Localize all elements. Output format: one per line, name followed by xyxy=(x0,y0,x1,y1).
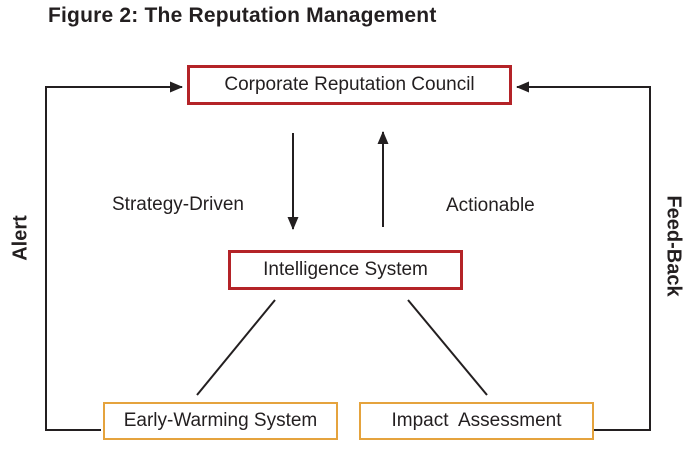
node-early-warning-system-label: Early-Warming System xyxy=(123,410,318,431)
node-early-warning-system: Early-Warming System xyxy=(103,402,338,440)
intelligence-to-impact-line xyxy=(407,299,488,396)
label-feedback: Feed-Back xyxy=(662,195,685,297)
figure-title: Figure 2: The Reputation Management xyxy=(48,4,437,27)
alert-connector-line xyxy=(45,81,183,431)
label-strategy-driven: Strategy-Driven xyxy=(112,194,244,215)
node-corporate-reputation-council-label: Corporate Reputation Council xyxy=(224,74,475,95)
intelligence-to-early-warning-line xyxy=(196,299,276,396)
node-intelligence-system-label: Intelligence System xyxy=(263,259,428,280)
node-corporate-reputation-council: Corporate Reputation Council xyxy=(187,65,512,105)
feedback-connector-line xyxy=(516,81,651,431)
label-alert: Alert xyxy=(9,215,32,261)
label-actionable: Actionable xyxy=(446,195,535,216)
node-intelligence-system: Intelligence System xyxy=(228,250,463,290)
node-impact-assessment: Impact Assessment xyxy=(359,402,594,440)
node-impact-assessment-label: Impact Assessment xyxy=(391,410,562,431)
